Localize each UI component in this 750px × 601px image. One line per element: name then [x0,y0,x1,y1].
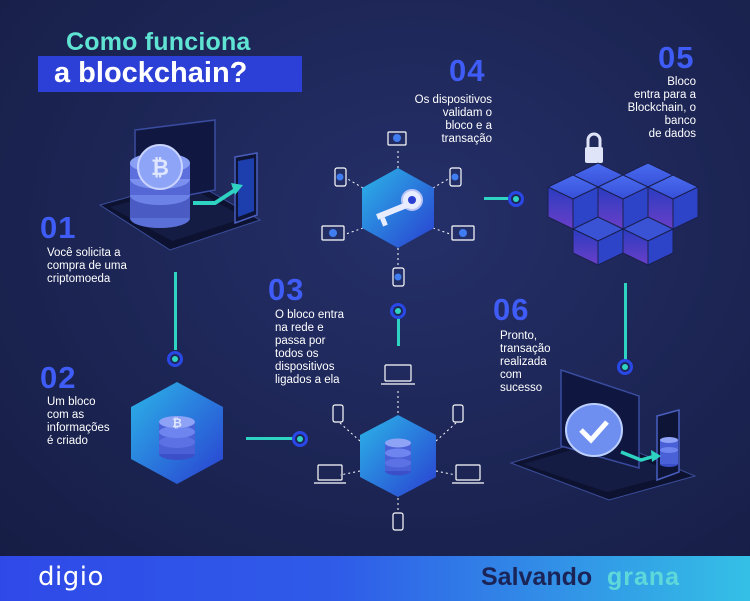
title-line-2: a blockchain? [54,57,248,89]
brand-logo-grana: grana [607,563,681,591]
step-05-illustration [546,132,700,266]
step-05-number: 05 [658,40,695,75]
connector-05-06 [624,283,627,361]
connector-04-05-dot [508,191,524,207]
step-04-illustration [321,131,475,287]
step-01-number: 01 [40,210,77,245]
connector-05-06-dot [617,359,633,375]
connector-01-02 [174,272,177,350]
connector-03-04 [397,316,400,346]
step-04-number: 04 [449,53,486,88]
step-01-illustration: ₿ [98,119,262,251]
step-01-text: Você solicita a compra de uma criptomoed… [47,247,127,285]
step-02-illustration: ₿ [131,382,223,484]
step-06-illustration [509,368,697,501]
step-06-number: 06 [493,292,530,327]
step-05-text: Bloco entra para a Blockchain, o banco d… [627,76,696,140]
brand-logo-salvando: Salvando [481,563,593,591]
connector-03-04-dot [390,303,406,319]
step-02-text: Um bloco com as informações é criado [47,396,110,447]
svg-text:₿: ₿ [172,416,182,430]
step-03-illustration [314,364,484,531]
connector-04-05 [484,197,512,200]
step-03-number: 03 [268,272,305,307]
step-06-text: Pronto, transação realizada com sucesso [500,330,551,394]
connector-02-03-dot [292,431,308,447]
title-highlight-box [38,56,302,92]
connector-01-02-dot [167,351,183,367]
step-02-number: 02 [40,360,77,395]
title-line-1: Como funciona [66,28,251,56]
brand-logo-digio: digio [38,562,104,592]
footer-bar [0,556,750,601]
svg-text:₿: ₿ [151,156,169,181]
step-04-text: Os dispositivos validam o bloco e a tran… [414,94,492,145]
connector-02-03 [246,437,294,440]
step-03-text: O bloco entra na rede e passa por todos … [275,309,345,386]
